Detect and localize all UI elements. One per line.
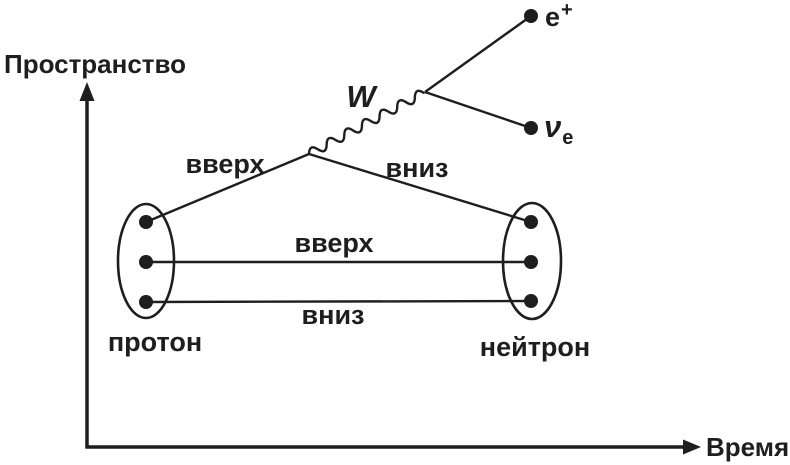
positron-label-superscript: + — [561, 0, 573, 21]
neutrino-label-base: ν — [544, 109, 561, 144]
quark-label-bottom: вниз — [302, 300, 365, 330]
positron-label: e+ — [545, 0, 573, 32]
neutrino-line — [424, 90, 532, 130]
down-quark-line-bottom — [145, 299, 532, 304]
lepton-lines — [424, 15, 532, 130]
quark-label-upper-left: вверх — [185, 149, 264, 179]
particle-dots — [139, 9, 538, 309]
quark-label-upper-right: вниз — [386, 153, 449, 183]
proton-up-quark-dot — [139, 215, 153, 229]
neutrino-label: νe — [544, 109, 573, 149]
neutrino-dot — [524, 121, 538, 135]
down-quark-line-right — [308, 152, 532, 224]
positron-dot — [524, 9, 538, 23]
proton-down-quark-dot — [139, 295, 153, 309]
x-axis-label: Время — [706, 432, 789, 462]
neutron-label: нейтрон — [480, 332, 590, 362]
y-axis-label: Пространство — [4, 49, 186, 79]
neutron-up-quark-dot — [524, 255, 538, 269]
neutrino-label-subscript: e — [562, 127, 573, 149]
w-boson-label: W — [346, 79, 378, 114]
quark-lines — [145, 152, 532, 304]
y-axis-arrowhead-icon — [79, 82, 95, 101]
proton-label: протон — [108, 327, 202, 357]
neutron-down-quark-dot-2 — [524, 294, 538, 308]
neutron-down-quark-dot — [524, 215, 538, 229]
up-quark-line-left — [145, 152, 310, 224]
space-time-axes: Пространство Время — [4, 49, 789, 462]
quark-label-middle: вверх — [294, 228, 373, 258]
proton-up-quark-dot-2 — [139, 255, 153, 269]
positron-line — [424, 15, 532, 93]
x-axis-arrowhead-icon — [683, 439, 701, 455]
positron-label-base: e — [545, 2, 560, 32]
w-boson-wavy-line — [307, 89, 425, 156]
